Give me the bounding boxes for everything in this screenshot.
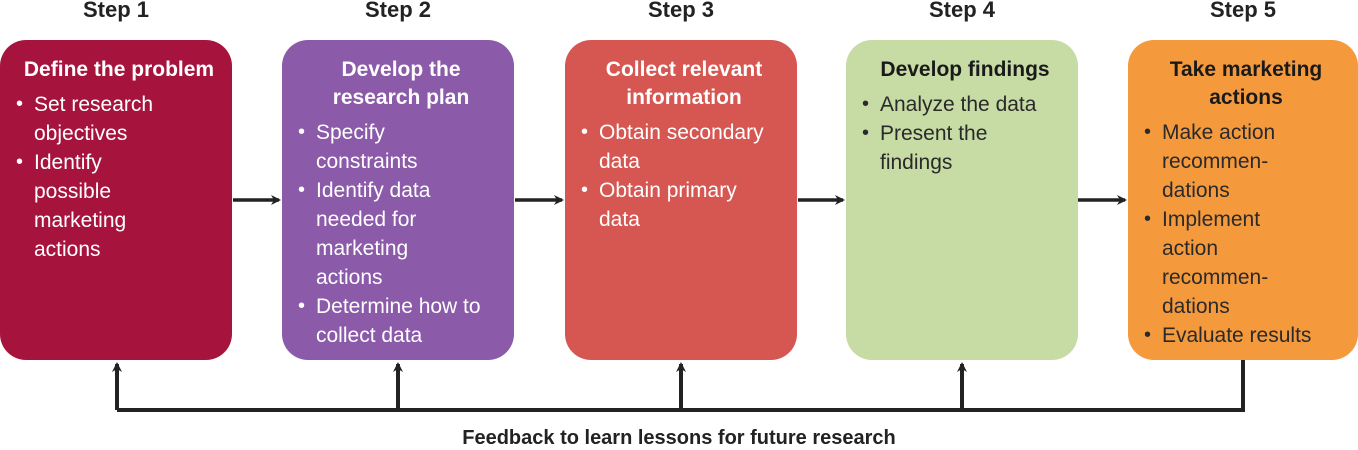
step-4-label: Step 4 [928,0,996,22]
step-3-list: Obtain secondary data Obtain primary dat… [581,118,787,234]
list-item: Identify data needed for marketing actio… [298,176,476,292]
feedback-line [117,360,1245,412]
step-4-box: Develop findings Analyze the data Presen… [846,40,1078,360]
list-item: Determine how to collect data [298,292,506,350]
step-3-box: Collect relevant information Obtain seco… [565,40,797,360]
feedback-label: Feedback to learn lessons for future res… [462,427,896,449]
list-item: Present the findings [862,119,1010,177]
step-5-title: Take marketing actions [1169,58,1323,109]
step-1-box: Define the problem Set research objectiv… [0,40,232,360]
step-1-list: Set research objectives Identify possibl… [16,90,222,264]
step-3-title: Collect relevant information [605,58,763,109]
step-2-label: Step 2 [364,0,432,22]
list-item: Obtain secondary data [581,118,789,176]
step-5-label: Step 5 [1209,0,1277,22]
step-2-title: Develop the research plan [332,58,470,109]
list-item: Make action recommen-dations [1144,118,1302,205]
step-5-box: Take marketing actions Make action recom… [1128,40,1358,360]
list-item: Specify constraints [298,118,446,176]
step-3-label: Step 3 [647,0,715,22]
step-4-title: Develop findings [880,58,1050,81]
step-1-label: Step 1 [82,0,150,22]
step-4-list: Analyze the data Present the findings [862,90,1068,177]
step-2-box: Develop the research plan Specify constr… [282,40,514,360]
list-item: Identify possible marketing actions [16,148,164,264]
step-1-title: Define the problem [23,58,215,81]
list-item: Set research objectives [16,90,222,148]
list-item: Obtain primary data [581,176,749,234]
list-item: Evaluate results [1144,321,1348,350]
step-2-list: Specify constraints Identify data needed… [298,118,504,350]
list-item: Implement action recommen-dations [1144,205,1302,321]
step-5-list: Make action recommen-dations Implement a… [1144,118,1348,350]
list-item: Analyze the data [862,90,1068,119]
